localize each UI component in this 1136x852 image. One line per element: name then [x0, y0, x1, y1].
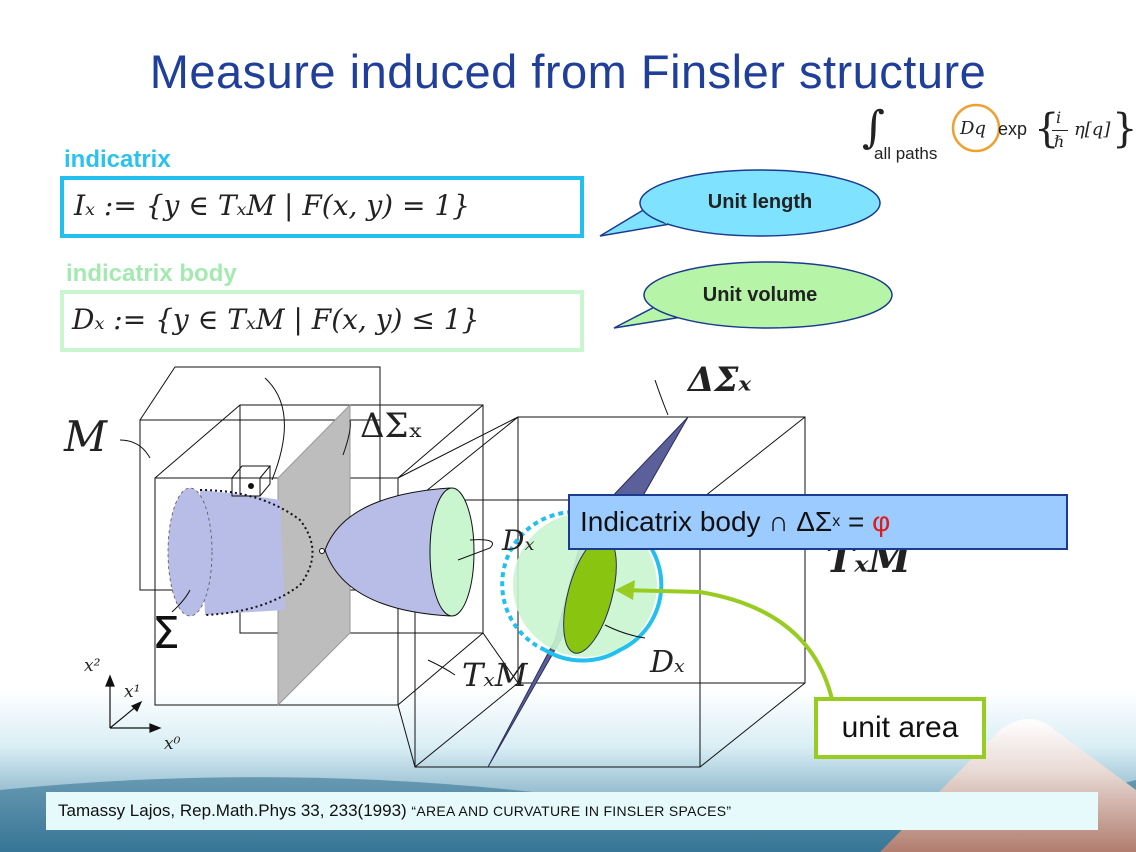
label-Dx-left: Dₓ: [502, 524, 535, 557]
indicatrix-left-cone: [200, 490, 285, 615]
brace-left: {: [1034, 106, 1060, 152]
unit-length-text: Unit length: [707, 191, 813, 213]
delta-sigma-plane-left: [277, 403, 351, 707]
label-sigma: Σ: [152, 608, 180, 659]
unit-area-label: unit area: [814, 697, 986, 759]
unit-volume-bubble: [613, 261, 893, 329]
citation-text: Tamassy Lajos, Rep.Math.Phys 33, 233(199…: [58, 801, 412, 820]
citation-title: “AREA AND CURVATURE IN FINSLER SPACES”: [411, 803, 732, 819]
label-delta-sigma-left: ΔΣₓ: [360, 406, 424, 446]
frac-den-hbar: ℏ: [1054, 132, 1065, 151]
frac-line: [1052, 130, 1068, 131]
unit-volume-text: Unit volume: [702, 284, 818, 306]
label-delta-sigma-right: ΔΣₓ: [688, 360, 752, 400]
intersection-text: Indicatrix body ∩ ΔΣ: [580, 506, 833, 537]
measure-dq: Dq: [960, 118, 986, 139]
path-integral-formula: ∫ all paths Dq exp { i ℏ η[q] }: [862, 102, 1136, 164]
intersection-phi: φ: [872, 506, 891, 537]
integral-sign: ∫: [862, 102, 885, 153]
brace-right: }: [1112, 106, 1136, 152]
label-M: M: [64, 412, 108, 461]
citation-bar: Tamassy Lajos, Rep.Math.Phys 33, 233(199…: [46, 792, 1098, 830]
exp-text: exp: [998, 119, 1028, 139]
label-TxM-bottom: TₓM: [462, 656, 528, 694]
label-Dx-right: Dₓ: [650, 645, 685, 680]
indicatrix-left-cap: [167, 487, 213, 617]
axis-x1-label: x¹: [124, 682, 141, 702]
integral-subscript: all paths: [874, 144, 938, 163]
indicatrix-label: indicatrix: [64, 146, 171, 173]
indicatrix-right-cap: [429, 487, 475, 617]
axis-x0-label: x⁰: [164, 734, 181, 754]
indicatrix-body-label: indicatrix body: [66, 260, 237, 287]
intersection-equals: =: [840, 506, 873, 537]
unit-length-bubble: [599, 169, 881, 237]
indicatrix-formula: Iₓ := {y ∈ TₓM | F(x, y) = 1}: [74, 189, 470, 222]
indicatrix-body-formula-box: Dₓ := {y ∈ TₓM | F(x, y) ≤ 1}: [60, 290, 584, 352]
eta-q: η[q]: [1074, 119, 1111, 140]
axis-x2-label: x²: [84, 656, 101, 676]
unit-area-arrow: [621, 588, 837, 716]
indicatrix-body-formula: Dₓ := {y ∈ TₓM | F(x, y) ≤ 1}: [72, 303, 480, 336]
cube-right: [414, 416, 806, 768]
indicatrix-formula-box: Iₓ := {y ∈ TₓM | F(x, y) = 1}: [60, 176, 584, 238]
page-title: Measure induced from Finsler structure: [149, 45, 987, 98]
highlight-circle: [951, 103, 1001, 153]
frac-num-i: i: [1056, 108, 1062, 127]
intersection-subscript: x: [832, 513, 841, 530]
